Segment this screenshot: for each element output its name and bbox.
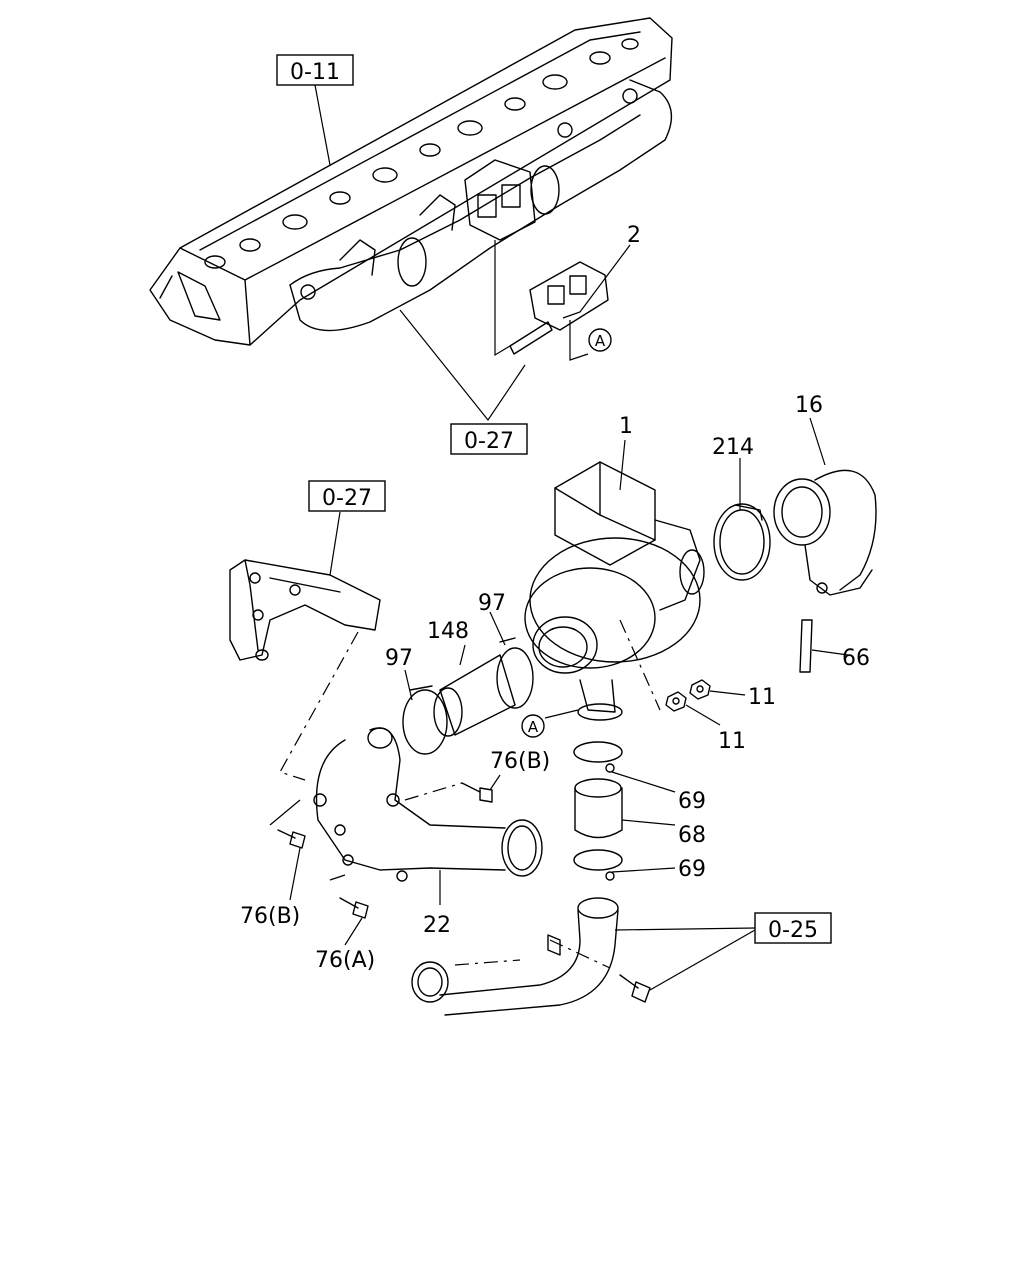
marker-a-upper: A — [588, 328, 612, 352]
marker-a-lower-label: A — [528, 718, 539, 736]
clamp-69-upper — [573, 741, 623, 773]
callout-sleeve: 68 — [678, 823, 706, 848]
stud-66 — [799, 619, 813, 673]
bolt-76b-upper — [461, 782, 493, 803]
callout-nut-upper: 11 — [748, 685, 776, 710]
exhaust-bolt — [619, 974, 651, 1003]
ref-box-bracket: 0-27 — [308, 480, 386, 512]
callout-clamp-97-left: 97 — [385, 646, 413, 671]
marker-a-upper-label: A — [595, 332, 606, 350]
callout-pipe: 22 — [423, 913, 451, 938]
callout-turbo: 1 — [619, 414, 633, 439]
callout-clamp-69-upper: 69 — [678, 789, 706, 814]
ref-box-manifold: 0-27 — [450, 423, 528, 455]
clamp-97-left — [402, 685, 448, 755]
ref-label-exhaust: 0-25 — [768, 918, 818, 943]
nut-11-upper — [689, 679, 711, 700]
callout-nut-lower: 11 — [718, 729, 746, 754]
callout-clamp-214: 214 — [712, 435, 754, 460]
turbo-bracket — [229, 559, 381, 661]
callout-elbow: 16 — [795, 393, 823, 418]
bolt-76b-lower — [277, 829, 306, 849]
callout-clamp-97-right: 97 — [478, 591, 506, 616]
manifold-stud — [509, 321, 553, 355]
ref-label-manifold: 0-27 — [464, 429, 514, 454]
manifold-gasket — [529, 261, 609, 331]
clamp-97-right — [496, 637, 534, 709]
callout-clamp-69-lower: 69 — [678, 857, 706, 882]
callout-stud: 66 — [842, 646, 870, 671]
sleeve-68 — [574, 778, 623, 839]
exhaust-pipe — [411, 897, 619, 1016]
ref-box-exhaust: 0-25 — [754, 912, 832, 944]
marker-a-lower: A — [521, 714, 545, 738]
ref-label-cylinder-head: 0-11 — [290, 60, 340, 85]
turbine-outlet-elbow — [773, 469, 877, 596]
callout-gasket: 2 — [627, 223, 641, 248]
bolt-76a — [339, 897, 369, 919]
v-band-clamp-214 — [713, 503, 771, 581]
callout-bolt-76a: 76(A) — [315, 948, 375, 973]
exhaust-manifold — [289, 79, 673, 332]
callout-bolt-76b-lower: 76(B) — [240, 904, 300, 929]
pipe-22 — [313, 727, 543, 882]
callout-hose: 148 — [427, 619, 469, 644]
cylinder-head — [149, 17, 673, 346]
clamp-69-lower — [573, 849, 623, 881]
ref-label-bracket: 0-27 — [322, 486, 372, 511]
nut-11-lower — [665, 691, 687, 712]
turbocharger — [524, 461, 705, 721]
hose-148 — [433, 654, 516, 737]
ref-box-cylinder-head: 0-11 — [276, 54, 354, 86]
leader-lines — [269, 84, 849, 991]
callout-bolt-76b-upper: 76(B) — [490, 749, 550, 774]
guide-lines — [279, 619, 661, 969]
